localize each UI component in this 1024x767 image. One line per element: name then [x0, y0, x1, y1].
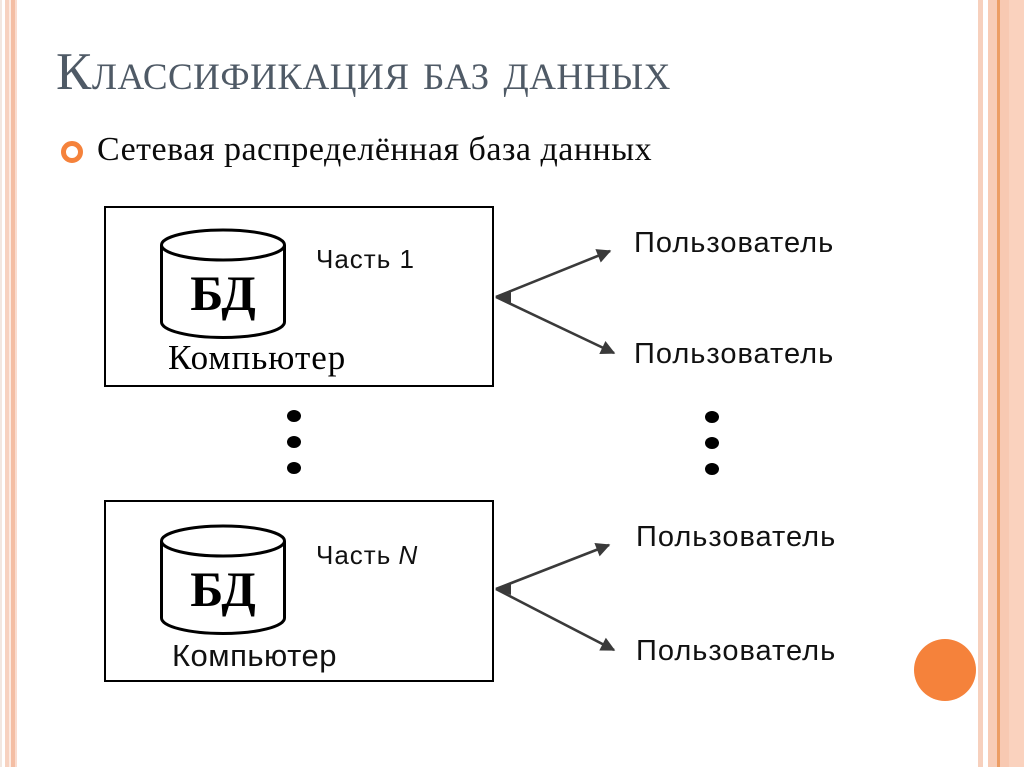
bullet-ring-icon: [61, 141, 83, 163]
slide-title: Классификация баз данных: [56, 43, 671, 101]
origin-arrowhead-icon: [495, 291, 511, 595]
user-label: Пользователь: [636, 635, 837, 667]
user-label: Пользователь: [634, 227, 835, 259]
accent-circle: [914, 639, 976, 701]
db-label: БД: [190, 265, 256, 321]
database-cylinder-icon: [160, 228, 286, 339]
ellipsis-dots: [287, 410, 719, 475]
user-label: Пользователь: [636, 521, 837, 553]
computer-label: Компьютер: [172, 638, 337, 673]
left-stripe-border: [0, 0, 18, 767]
part-label: Часть 1: [316, 244, 415, 274]
db-label: БД: [190, 561, 256, 617]
right-stripe-border: [977, 0, 1024, 767]
bullet-text: Сетевая распределённая база данных: [97, 131, 653, 168]
part-label-prefix: Часть: [316, 540, 392, 570]
bullet-item: Сетевая распределённая база данных: [61, 129, 652, 172]
part-label-variable: N: [398, 540, 419, 570]
computer-box-top: БД Часть 1 Компьютер: [104, 206, 494, 387]
user-label: Пользователь: [634, 338, 835, 370]
computer-label: Компьютер: [168, 338, 347, 377]
database-cylinder-icon: [160, 524, 286, 635]
